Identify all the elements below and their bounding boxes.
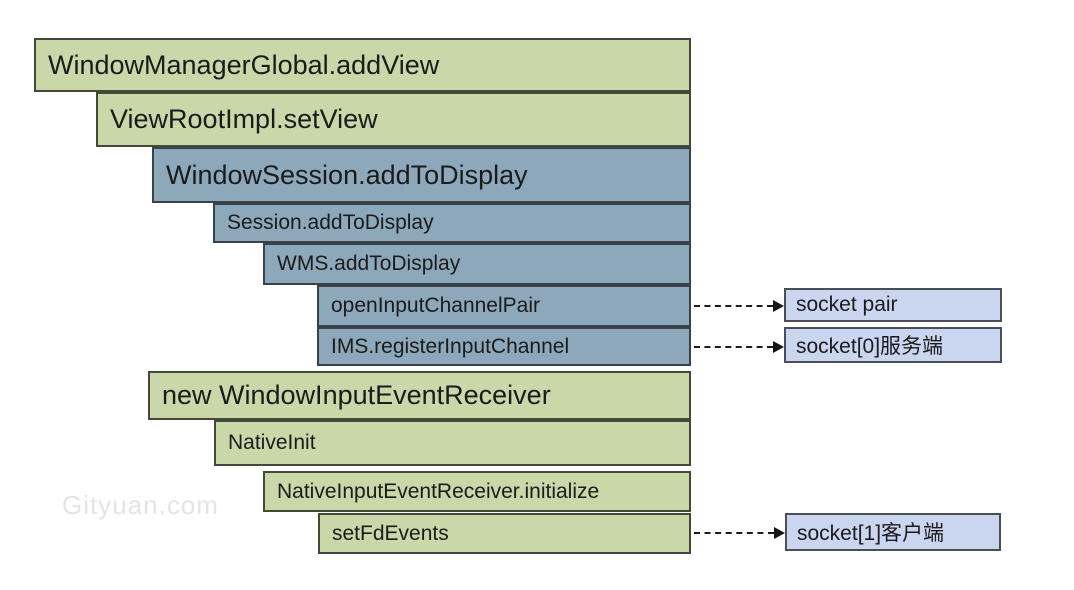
stack-box-session-addtodisplay: Session.addToDisplay — [213, 203, 691, 243]
note-box-socket-pair: socket pair — [784, 288, 1002, 322]
stack-box-label: openInputChannelPair — [331, 294, 540, 317]
stack-box-label: ViewRootImpl.setView — [110, 104, 378, 134]
stack-box-openinputchannelpair: openInputChannelPair — [317, 285, 691, 327]
arrow-head-icon — [773, 341, 784, 353]
stack-box-label: new WindowInputEventReceiver — [162, 380, 551, 410]
stack-box-nativeinputeventreceiver-initialize: NativeInputEventReceiver.initialize — [263, 471, 691, 512]
stack-box-wms-addtodisplay: WMS.addToDisplay — [263, 243, 691, 285]
note-box-label: socket[1]客户端 — [797, 522, 945, 545]
stack-box-label: WMS.addToDisplay — [277, 252, 461, 275]
note-box-label: socket[0]服务端 — [796, 335, 944, 358]
stack-box-windowmanagerglobal-addview: WindowManagerGlobal.addView — [34, 38, 691, 92]
arrow-dash — [694, 305, 773, 307]
note-box-label: socket pair — [796, 293, 898, 316]
stack-box-new-windowinputeventreceiver: new WindowInputEventReceiver — [148, 371, 691, 420]
arrow-dash — [694, 346, 773, 348]
stack-box-nativeinit: NativeInit — [214, 420, 691, 466]
stack-box-label: IMS.registerInputChannel — [331, 334, 570, 358]
note-box-socket0-server: socket[0]服务端 — [784, 327, 1002, 363]
stack-box-label: WindowManagerGlobal.addView — [48, 49, 440, 80]
stack-box-windowsession-addtodisplay: WindowSession.addToDisplay — [152, 147, 691, 203]
stack-box-label: Session.addToDisplay — [227, 211, 434, 234]
note-box-socket1-client: socket[1]客户端 — [785, 513, 1001, 551]
stack-box-viewrootimpl-setview: ViewRootImpl.setView — [96, 92, 691, 147]
stack-box-label: WindowSession.addToDisplay — [166, 159, 528, 190]
arrow-head-icon — [773, 300, 784, 312]
arrow-head-icon — [774, 527, 785, 539]
stack-box-label: NativeInit — [228, 431, 316, 454]
arrow-dash — [694, 532, 774, 534]
stack-box-setfdevents: setFdEvents — [318, 513, 691, 554]
stack-box-label: setFdEvents — [332, 521, 449, 545]
stack-box-label: NativeInputEventReceiver.initialize — [277, 479, 600, 503]
watermark: Gityuan.com — [62, 490, 219, 520]
stack-box-ims-registerinputchannel: IMS.registerInputChannel — [317, 327, 691, 366]
